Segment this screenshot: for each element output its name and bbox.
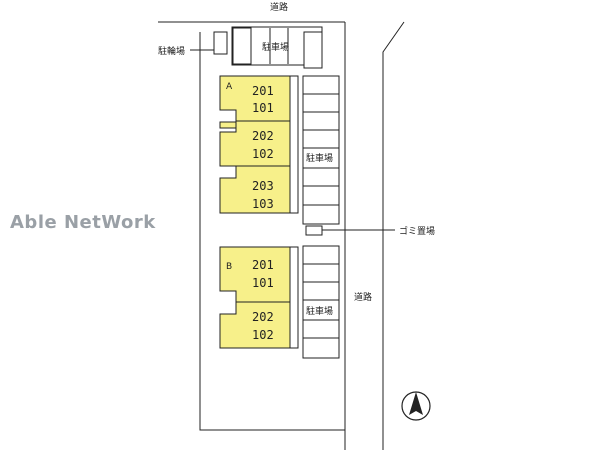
parking-label-bg [305,149,338,166]
building-b-unit-2-upper: 202 [252,310,274,324]
garbage-area [305,225,323,236]
right-parking-upper-stalls [303,93,339,206]
building-b-unit-2-lower: 102 [252,328,274,342]
building-a-unit-3-upper: 203 [252,179,274,193]
watermark-text: Able NetWork [10,212,156,233]
north-arrow-icon [401,391,431,421]
garbage-label: ゴミ置場 [399,225,435,237]
building-a-unit-3-lower: 103 [252,197,274,211]
building-b-unit-1-lower: 101 [252,276,274,290]
building-a-unit-1-lower: 101 [252,101,274,115]
right-parking-lower-stalls [303,263,339,339]
building-a-name: A [226,82,233,92]
top-parking-stall-right [303,31,323,69]
parking-right-lower-label: 駐車場 [306,305,333,317]
property-boundary [199,32,345,431]
right-road-outer-edge [382,21,405,450]
parking-label-bg [305,302,338,319]
building-b-balcony [289,246,299,349]
building-a-unit-2-upper: 202 [252,129,274,143]
road-top-label: 道路 [270,1,288,13]
building-b [219,246,299,349]
building-a-balcony [289,75,299,214]
building-b-unit-1-upper: 201 [252,258,274,272]
parking-top-label: 駐車場 [262,41,289,53]
road-right-label: 道路 [354,291,372,303]
building-a [219,75,299,214]
building-a-unit-2-lower: 102 [252,147,274,161]
parking-right-upper-label: 駐車場 [306,152,333,164]
top-parking-stall-left [232,27,252,65]
bicycle-parking-label: 駐輪場 [158,45,185,57]
bicycle-parking [213,31,228,55]
building-a-unit-1-upper: 201 [252,84,274,98]
building-b-name: B [226,262,232,272]
building-b-unit-1-shape [219,246,291,303]
